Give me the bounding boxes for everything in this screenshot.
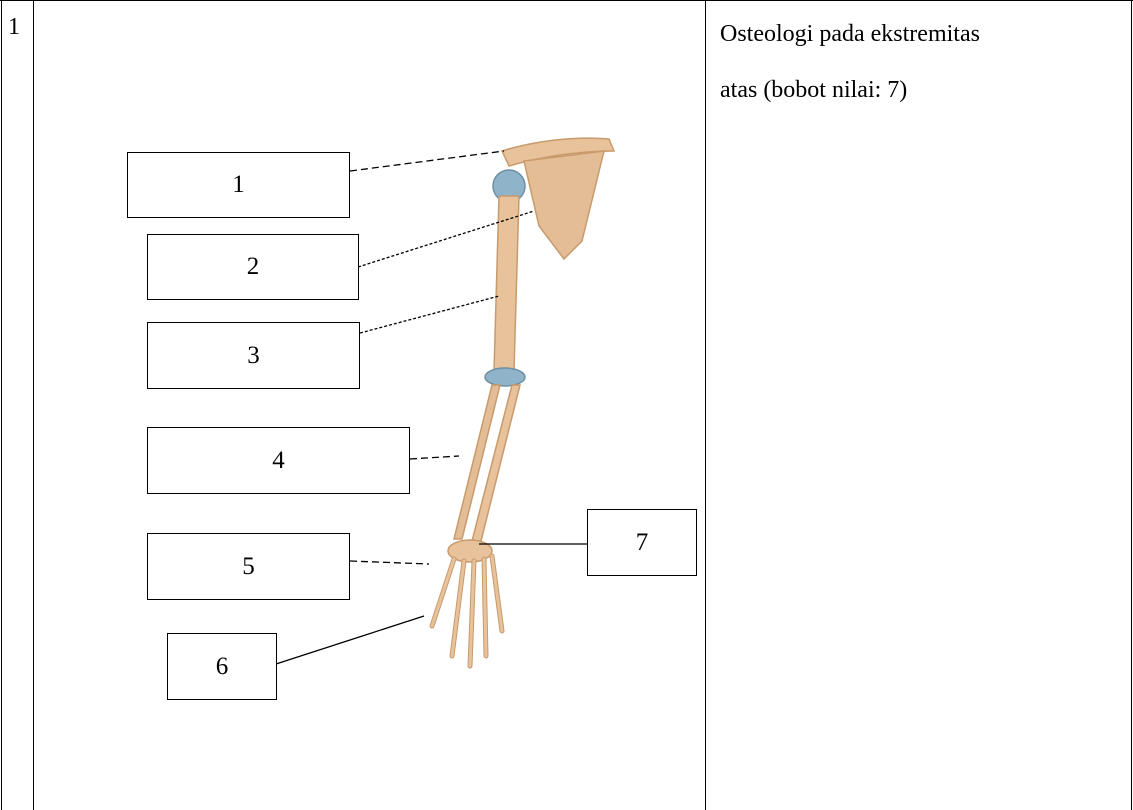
table-right-border — [1131, 0, 1132, 810]
label-box-2[interactable]: 2 — [147, 234, 359, 300]
question-line-1: Osteologi pada ekstremitas — [720, 6, 1120, 62]
row-number: 1 — [8, 14, 20, 41]
question-line-2: atas (bobot nilai: 7) — [720, 62, 1120, 118]
upper-limb-diagram: 1 2 3 4 5 6 7 — [34, 1, 704, 810]
label-box-1[interactable]: 1 — [127, 152, 350, 218]
scapula-bone — [524, 151, 604, 259]
hand-bones — [432, 556, 502, 666]
label-box-6[interactable]: 6 — [167, 633, 277, 700]
table-left-border — [1, 0, 2, 810]
upper-limb-skeleton-illustration — [34, 1, 704, 810]
label-box-3[interactable]: 3 — [147, 322, 360, 389]
label-box-4[interactable]: 4 — [147, 427, 410, 494]
label-box-5[interactable]: 5 — [147, 533, 350, 600]
label-box-7[interactable]: 7 — [587, 509, 697, 576]
elbow-joint — [485, 368, 525, 386]
column-divider-question — [705, 0, 706, 810]
question-text: Osteologi pada ekstremitas atas (bobot n… — [720, 6, 1120, 118]
